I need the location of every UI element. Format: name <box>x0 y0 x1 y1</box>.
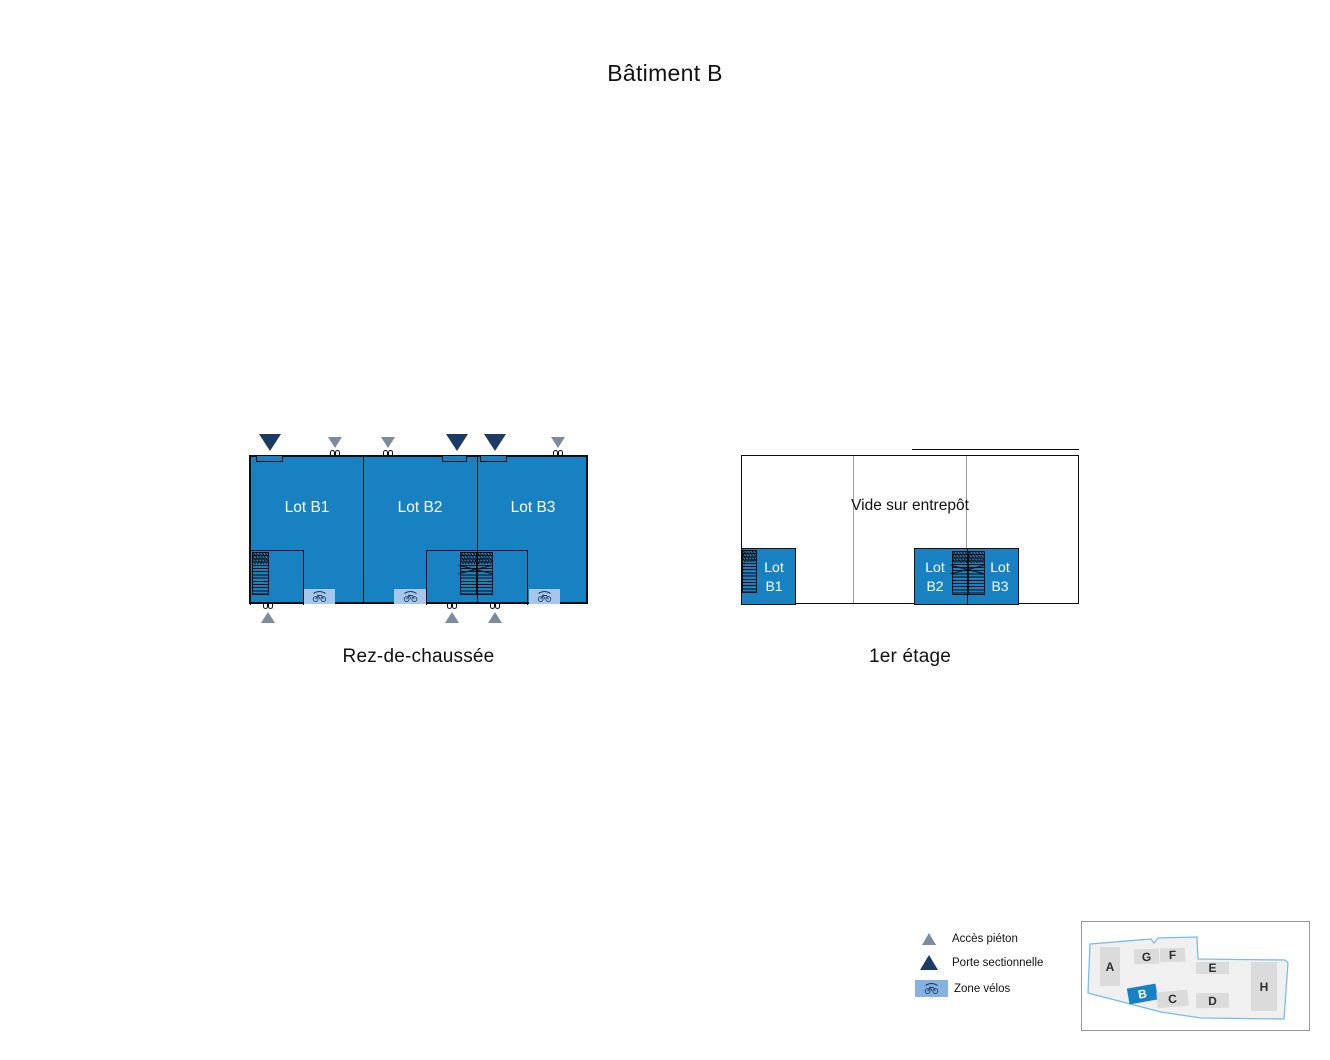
legend-item-bike: Zone vélos <box>915 980 1010 997</box>
ground-floor-label: Rez-de-chaussée <box>342 646 495 667</box>
sectional-door-icon <box>259 434 281 451</box>
stairs-b1-first-icon <box>742 550 757 593</box>
door-swing-icon <box>553 450 563 455</box>
door-swing-icon <box>447 604 457 609</box>
lot-b2-ground[interactable]: Lot B2 <box>397 499 443 516</box>
wall-divider <box>362 457 364 602</box>
legend-item-sectional: Porte sectionnelle <box>920 955 1043 970</box>
roof-edge-line <box>912 449 1079 450</box>
first-floor-label: 1er étage <box>868 646 952 667</box>
lot-b1-ground[interactable]: Lot B1 <box>284 499 330 516</box>
minimap-building-a[interactable]: A <box>1100 947 1120 986</box>
sectional-door-notch <box>480 456 507 462</box>
bike-zone-swatch <box>915 980 948 997</box>
stairs-b3-first-icon <box>968 551 985 595</box>
sectional-door-notch <box>256 456 283 462</box>
sectional-door-icon <box>484 434 506 451</box>
ground-floor-plan: Lot B1 Lot B2 Lot B3 <box>249 455 588 605</box>
door-swing-icon <box>263 604 273 609</box>
bike-icon <box>924 983 939 994</box>
minimap-building-c[interactable]: C <box>1156 989 1189 1009</box>
subroom-b2-b3 <box>426 550 528 605</box>
sectional-door-notch <box>442 456 467 462</box>
first-floor-plan: Vide sur entrepôt Lot B1 Lot B2 Lot B3 <box>741 455 1079 605</box>
door-swing-icon <box>330 450 340 455</box>
minimap-building-h[interactable]: H <box>1251 962 1277 1011</box>
void-label: Vide sur entrepôt <box>851 497 969 514</box>
pedestrian-access-icon <box>328 437 342 448</box>
bay-divider <box>853 456 855 603</box>
bike-zone-b2 <box>394 589 426 604</box>
bay-divider <box>966 456 968 603</box>
lot-b3-ground[interactable]: Lot B3 <box>510 499 556 516</box>
page-title: Bâtiment B <box>607 60 723 86</box>
wall-divider <box>476 457 478 602</box>
legend-label: Zone vélos <box>954 982 1011 995</box>
stairs-b2-first-icon <box>952 551 969 595</box>
minimap-building-e[interactable]: E <box>1196 961 1229 975</box>
sectional-door-icon <box>446 434 468 451</box>
pedestrian-access-icon <box>261 612 275 623</box>
bike-icon <box>312 591 327 602</box>
lot-b1-first[interactable]: Lot B1 <box>741 548 796 605</box>
subroom-b1 <box>250 550 304 605</box>
legend-label: Porte sectionnelle <box>952 956 1044 969</box>
legend-item-pedestrian: Accès piéton <box>922 933 1018 945</box>
legend-label: Accès piéton <box>952 933 1018 945</box>
minimap-building-d[interactable]: D <box>1195 992 1230 1009</box>
door-swing-icon <box>383 450 393 455</box>
bike-icon <box>403 591 417 602</box>
stairs-b1-ground-icon <box>252 552 269 595</box>
sectional-door-icon <box>920 955 938 970</box>
pedestrian-access-icon <box>381 437 395 448</box>
door-swing-icon <box>490 604 500 609</box>
pedestrian-access-icon <box>445 612 459 623</box>
minimap-building-f[interactable]: F <box>1159 947 1186 963</box>
bike-zone-b1 <box>304 589 335 604</box>
pedestrian-access-icon <box>922 933 936 945</box>
minimap-building-g[interactable]: G <box>1133 948 1160 965</box>
bike-zone-b3 <box>529 589 560 604</box>
stairs-b2-ground-icon <box>460 552 477 595</box>
stairs-b3-ground-icon <box>476 552 493 595</box>
site-minimap: A G F E H B C D <box>1081 921 1310 1031</box>
bike-icon <box>537 591 552 602</box>
pedestrian-access-icon <box>551 437 565 448</box>
pedestrian-access-icon <box>488 612 502 623</box>
